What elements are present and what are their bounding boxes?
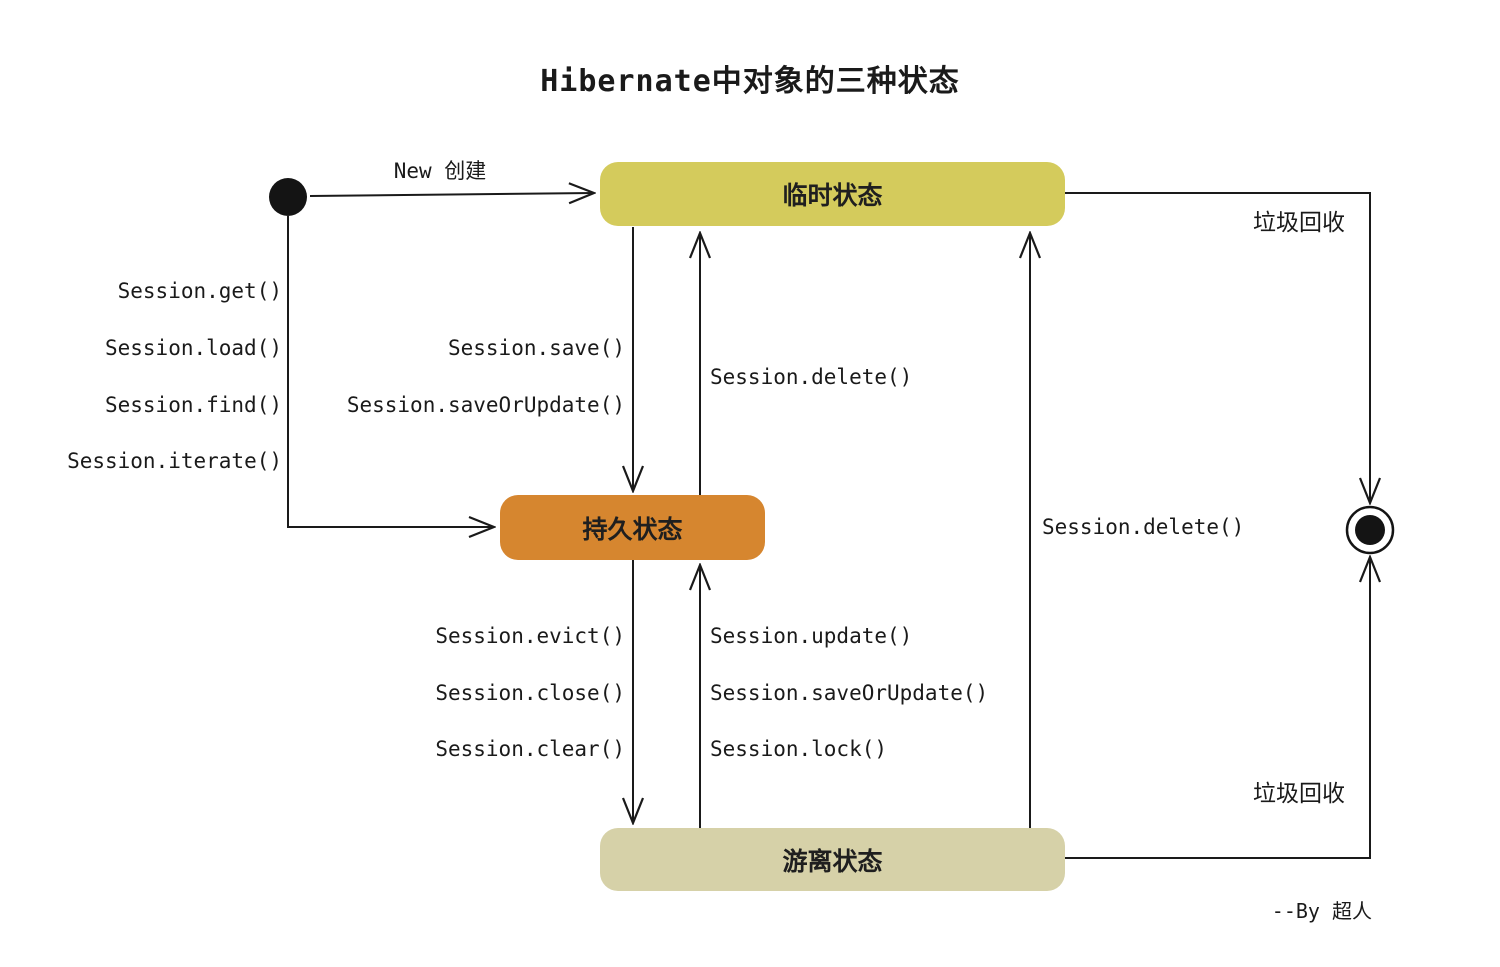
diagram-title: Hibernate中对象的三种状态 xyxy=(540,64,960,99)
label-session-find: Session.find() xyxy=(104,393,282,417)
state-transient: 临时状态 xyxy=(600,162,1065,226)
state-transient-label: 临时状态 xyxy=(782,181,883,210)
label-session-saveorupdate-bottom: Session.saveOrUpdate() xyxy=(710,681,989,705)
label-session-lock: Session.lock() xyxy=(710,737,888,761)
label-gc-top: 垃圾回收 xyxy=(1253,210,1345,236)
label-session-close: Session.close() xyxy=(435,681,625,705)
label-session-save: Session.save() xyxy=(447,336,625,360)
label-session-iterate: Session.iterate() xyxy=(67,449,282,473)
signature: --By 超人 xyxy=(1271,899,1372,923)
label-session-clear: Session.clear() xyxy=(435,737,625,761)
label-session-update: Session.update() xyxy=(710,624,913,648)
edge-new-create xyxy=(309,193,594,196)
label-new-create: New 创建 xyxy=(393,159,487,183)
state-detached-label: 游离状态 xyxy=(782,846,883,876)
label-session-delete-right: Session.delete() xyxy=(1042,515,1245,539)
final-state-ring xyxy=(1345,505,1395,555)
state-persistent-label: 持久状态 xyxy=(582,514,683,544)
label-session-delete-mid: Session.delete() xyxy=(710,365,913,389)
start-state-node xyxy=(269,178,307,216)
state-detached: 游离状态 xyxy=(600,828,1065,891)
state-persistent: 持久状态 xyxy=(500,495,765,560)
label-session-evict: Session.evict() xyxy=(435,624,625,648)
label-session-saveorupdate-top: Session.saveOrUpdate() xyxy=(346,393,625,417)
final-state-core xyxy=(1355,515,1385,545)
edge-gc-bottom xyxy=(1065,557,1370,859)
label-session-load: Session.load() xyxy=(104,336,282,360)
label-session-get: Session.get() xyxy=(117,279,282,303)
label-gc-bottom: 垃圾回收 xyxy=(1253,781,1345,807)
edge-gc-top xyxy=(1065,192,1370,503)
edge-load-to-persistent xyxy=(287,216,494,527)
